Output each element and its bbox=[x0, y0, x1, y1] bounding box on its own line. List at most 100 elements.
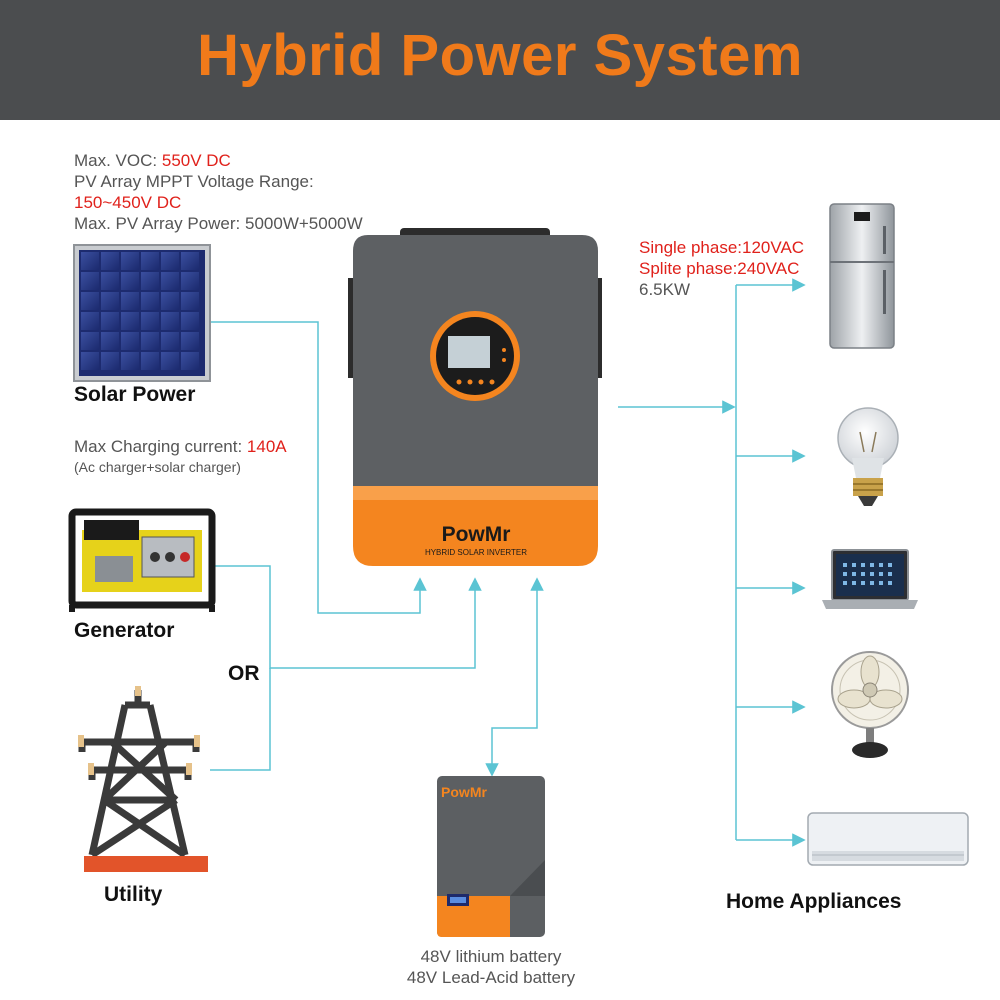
solar-cell bbox=[121, 292, 139, 310]
solar-cell bbox=[121, 352, 139, 370]
solar-cell bbox=[141, 332, 159, 350]
solar-cell bbox=[81, 332, 99, 350]
solar-cell bbox=[141, 312, 159, 330]
or-label: OR bbox=[228, 662, 260, 685]
battery-connector bbox=[485, 577, 544, 777]
laptop-screen-dot bbox=[861, 572, 865, 576]
laptop-screen-dot bbox=[879, 581, 883, 585]
solar-cell bbox=[101, 292, 119, 310]
laptop-screen-dot bbox=[843, 581, 847, 585]
solar-cell bbox=[161, 332, 179, 350]
split-phase-spec: Splite phase:240VAC bbox=[639, 259, 800, 278]
battery-line-2: 48V Lead-Acid battery bbox=[406, 968, 576, 987]
laptop-screen-dot bbox=[870, 563, 874, 567]
laptop-screen-dot bbox=[843, 572, 847, 576]
header-bar: Hybrid Power System bbox=[0, 0, 1000, 120]
inverter-subtitle: HYBRID SOLAR INVERTER bbox=[425, 548, 527, 557]
charging-specs: Max Charging current: 140A (Ac charger+s… bbox=[74, 436, 287, 478]
solar-cell bbox=[161, 292, 179, 310]
solar-cell bbox=[81, 312, 99, 330]
laptop-screen-dot bbox=[879, 563, 883, 567]
charging-label: Max Charging current: bbox=[74, 437, 247, 456]
laptop-screen-dot bbox=[888, 563, 892, 567]
pv-specs: Max. VOC: 550V DC PV Array MPPT Voltage … bbox=[74, 150, 363, 234]
generator-connector bbox=[210, 565, 482, 669]
battery-caption: 48V lithium battery 48V Lead-Acid batter… bbox=[388, 946, 594, 988]
solar-cell bbox=[121, 272, 139, 290]
battery-brand: PowMr bbox=[441, 784, 487, 800]
solar-cell bbox=[81, 292, 99, 310]
utility-label: Utility bbox=[104, 883, 163, 906]
laptop-screen-dot bbox=[852, 572, 856, 576]
solar-cell bbox=[181, 292, 199, 310]
air-conditioner-icon bbox=[807, 812, 969, 866]
laptop-screen-dot bbox=[888, 581, 892, 585]
voc-label: Max. VOC: bbox=[74, 151, 162, 170]
solar-cell bbox=[141, 252, 159, 270]
solar-cell bbox=[181, 332, 199, 350]
solar-cell bbox=[161, 352, 179, 370]
solar-cell bbox=[121, 312, 139, 330]
laptop-screen-icons bbox=[843, 563, 892, 585]
laptop-screen-dot bbox=[843, 563, 847, 567]
solar-cell bbox=[161, 252, 179, 270]
laptop-screen-dot bbox=[852, 563, 856, 567]
utility-connector bbox=[210, 668, 271, 771]
laptop-screen-dot bbox=[879, 572, 883, 576]
laptop-screen-dot bbox=[852, 581, 856, 585]
solar-cell bbox=[81, 352, 99, 370]
solar-cell bbox=[161, 272, 179, 290]
solar-power-label: Solar Power bbox=[74, 383, 196, 406]
charging-note: (Ac charger+solar charger) bbox=[74, 459, 241, 475]
mppt-value: 150~450V DC bbox=[74, 193, 182, 212]
solar-cell bbox=[121, 252, 139, 270]
solar-cell bbox=[141, 292, 159, 310]
solar-cell bbox=[101, 312, 119, 330]
output-power: 6.5KW bbox=[639, 280, 691, 299]
charging-value: 140A bbox=[246, 437, 287, 456]
solar-cell bbox=[101, 272, 119, 290]
inverter-brand: PowMr bbox=[442, 523, 511, 546]
utility-tower-base bbox=[84, 856, 208, 872]
hybrid-inverter-image bbox=[348, 228, 602, 566]
solar-cell bbox=[101, 252, 119, 270]
utility-insulators bbox=[78, 686, 200, 775]
solar-cell bbox=[121, 332, 139, 350]
solar-cell bbox=[161, 312, 179, 330]
mppt-label: PV Array MPPT Voltage Range: bbox=[74, 172, 314, 191]
laptop-screen-dot bbox=[888, 572, 892, 576]
solar-cell bbox=[181, 272, 199, 290]
solar-cell bbox=[141, 352, 159, 370]
solar-cell bbox=[101, 352, 119, 370]
laptop-screen-dot bbox=[870, 581, 874, 585]
refrigerator-icon bbox=[829, 203, 895, 349]
voc-value: 550V DC bbox=[161, 151, 231, 170]
light-bulb-icon bbox=[837, 407, 899, 506]
connector-lines bbox=[210, 278, 806, 847]
generator-label: Generator bbox=[74, 619, 175, 642]
laptop-screen-dot bbox=[861, 563, 865, 567]
pv-max-power: Max. PV Array Power: 5000W+5000W bbox=[74, 214, 363, 233]
single-phase-spec: Single phase:120VAC bbox=[639, 238, 805, 257]
solar-cell bbox=[81, 252, 99, 270]
fan-icon bbox=[831, 651, 909, 758]
utility-tower-icon bbox=[78, 690, 200, 858]
battery-image bbox=[437, 776, 545, 937]
solar-connector bbox=[210, 321, 427, 614]
laptop-screen-dot bbox=[870, 572, 874, 576]
solar-cell bbox=[181, 352, 199, 370]
laptop-screen-dot bbox=[861, 581, 865, 585]
battery-line-1: 48V lithium battery bbox=[420, 947, 562, 966]
generator-icon bbox=[68, 508, 216, 612]
solar-cell bbox=[181, 312, 199, 330]
output-specs: Single phase:120VAC Splite phase:240VAC … bbox=[639, 237, 804, 300]
solar-cell bbox=[141, 272, 159, 290]
solar-cell bbox=[81, 272, 99, 290]
home-appliances-label: Home Appliances bbox=[726, 890, 902, 913]
solar-cell bbox=[101, 332, 119, 350]
page-title: Hybrid Power System bbox=[197, 23, 803, 88]
laptop-icon bbox=[822, 549, 918, 609]
solar-panel-icon bbox=[73, 244, 211, 382]
solar-cell bbox=[181, 252, 199, 270]
